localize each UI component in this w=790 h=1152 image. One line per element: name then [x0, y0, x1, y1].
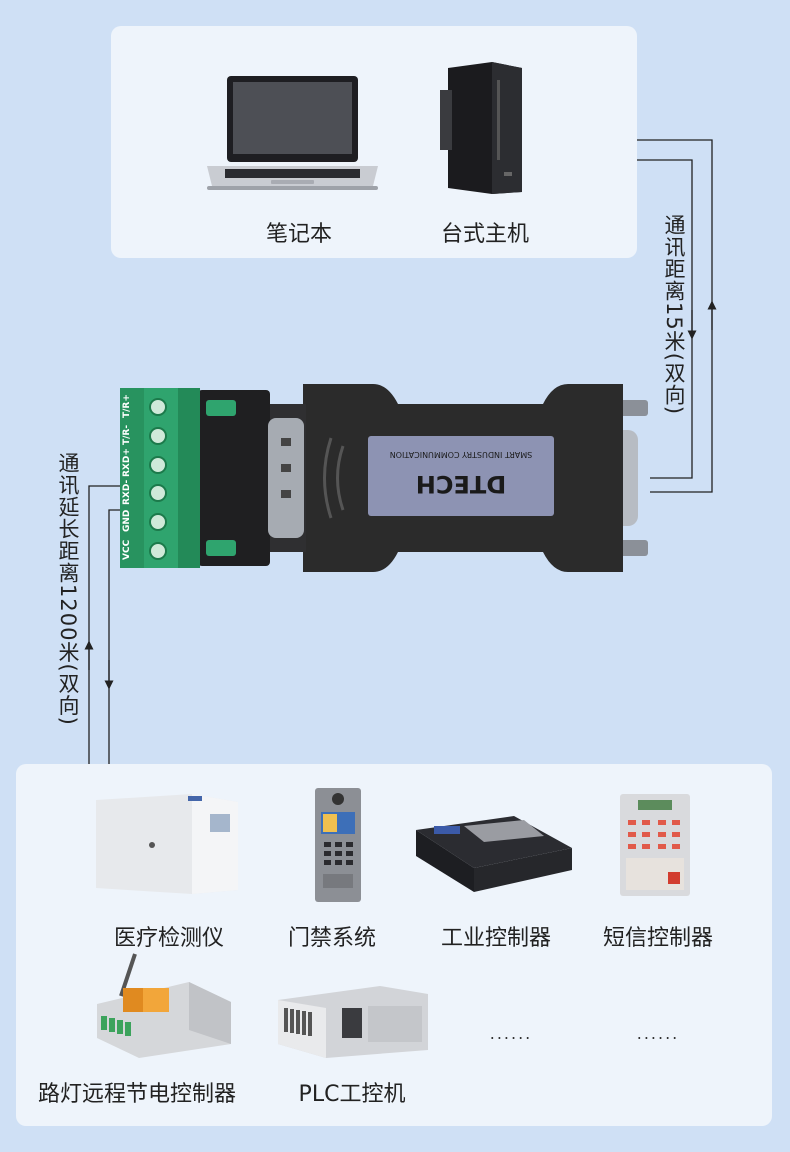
plc-image [278, 986, 428, 1058]
more-devices-1: ...... [489, 1024, 533, 1043]
terminal-screw [149, 542, 167, 560]
pin-label: RXD- [122, 479, 132, 506]
converter-subtitle: SMART INDUSTRY COMMUNICATION [390, 450, 533, 459]
medical-device-image [96, 794, 238, 894]
access-control-label: 门禁系统 [287, 926, 377, 951]
streetlight-controller-image [97, 953, 231, 1058]
laptop-label: 笔记本 [265, 222, 333, 247]
pin-label: T/R+ [122, 394, 132, 418]
sms-controller-image [620, 794, 690, 896]
more-devices-2: ...... [636, 1024, 680, 1043]
converter-image: DTECH SMART INDUSTRY COMMUNICATION [120, 384, 648, 572]
terminal-screw [149, 426, 167, 445]
laptop-image [207, 76, 378, 190]
pin-label: GND [122, 510, 132, 533]
streetlight-controller-label: 路灯远程节电控制器 [37, 1082, 237, 1107]
terminal-screw [149, 484, 167, 503]
right-distance-label: 通讯距离15米(双向) [662, 214, 686, 416]
converter-brand: DTECH [416, 470, 506, 498]
medical-device-label: 医疗检测仪 [113, 926, 225, 951]
pin-label: T/R- [122, 424, 132, 445]
pin-label: VCC [122, 539, 132, 561]
plc-label: PLC工控机 [298, 1082, 406, 1107]
industrial-controller-image [416, 816, 572, 892]
left-link-outer [88, 485, 121, 764]
terminal-screw [149, 398, 167, 416]
terminal-screw [149, 513, 167, 532]
computer-panel [111, 26, 637, 258]
industrial-controller-label: 工业控制器 [440, 926, 552, 951]
sms-controller-label: 短信控制器 [602, 926, 714, 951]
access-control-image [315, 788, 361, 902]
terminal-screw [149, 455, 167, 474]
desktop-label: 台式主机 [440, 222, 530, 247]
left-distance-label: 通讯延长距离1200米(双向) [56, 452, 80, 726]
desktop-image [440, 62, 522, 194]
pin-label: RXD+ [122, 447, 132, 477]
